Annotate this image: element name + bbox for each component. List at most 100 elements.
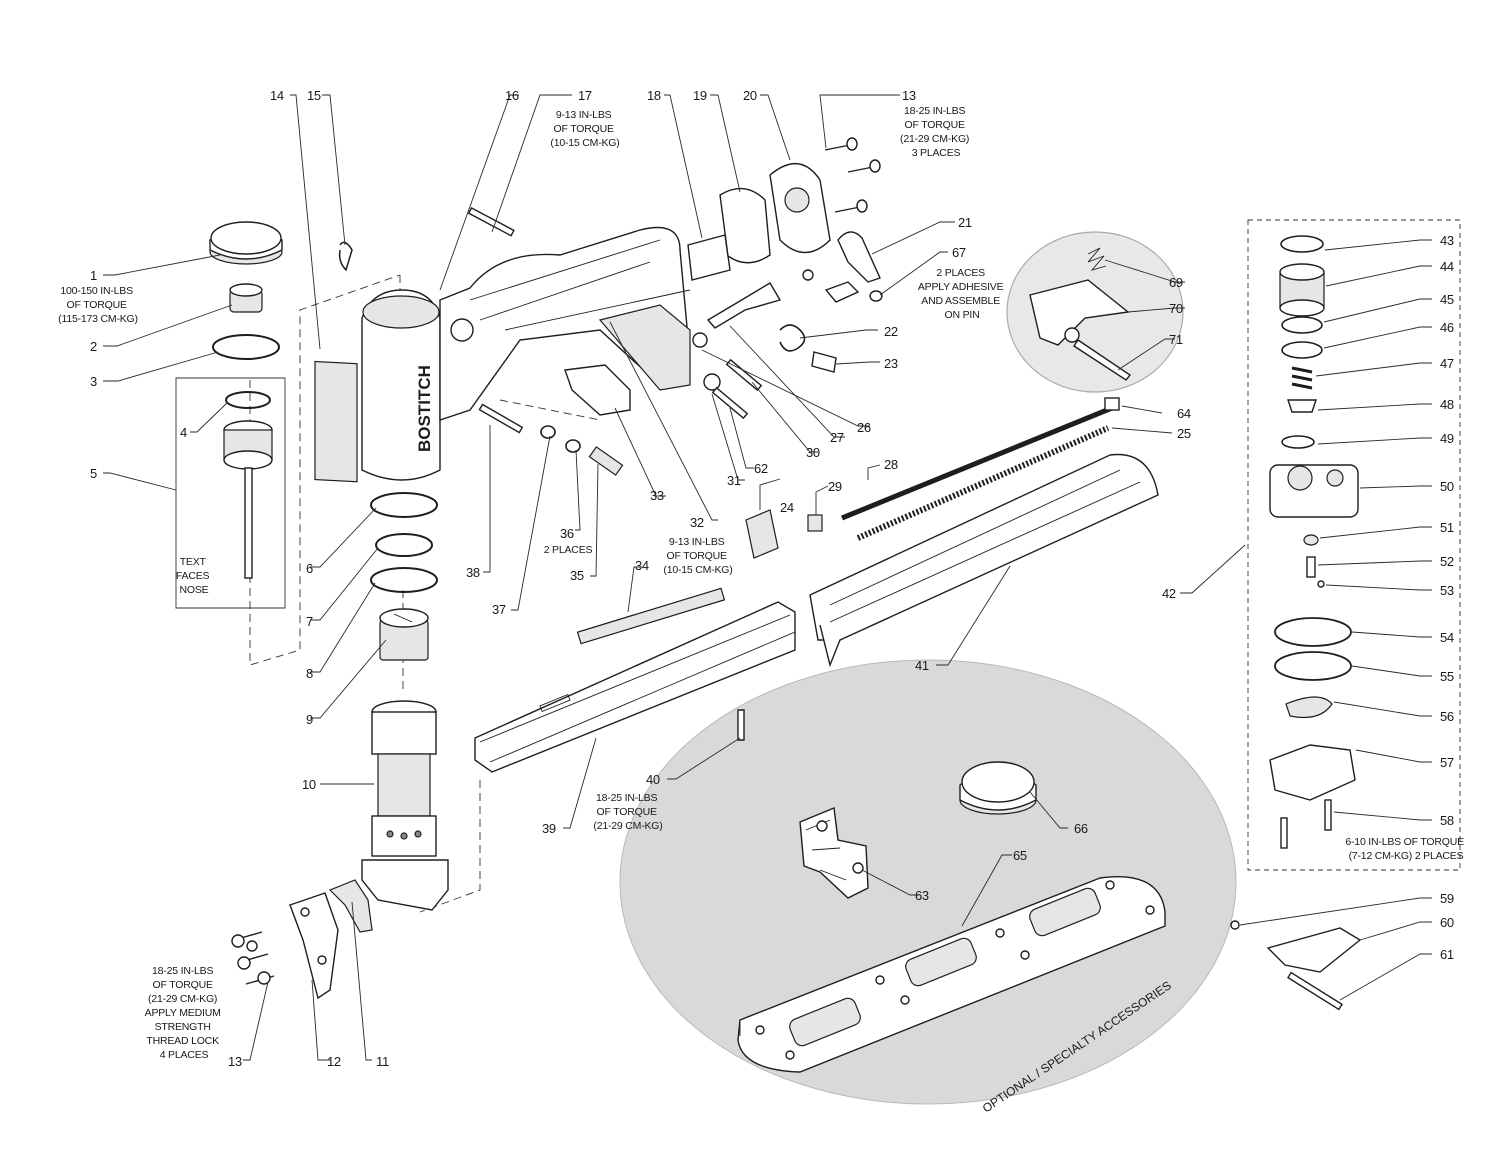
part-59-e-clip (1230, 920, 1240, 930)
part-7-o-ring (375, 533, 433, 557)
callout-70: 70 (1169, 301, 1183, 316)
part-20-cap-plate (769, 162, 831, 254)
part-4-o-ring (225, 391, 271, 409)
detail-inset (1006, 231, 1184, 393)
callout-48: 48 (1440, 397, 1454, 412)
callout-32: 32 (690, 515, 704, 530)
callout-31: 31 (727, 473, 741, 488)
callout-52: 52 (1440, 554, 1454, 569)
note-13-left: 18-25 IN-LBS OF TORQUE (21-29 CM-KG) APP… (145, 965, 224, 1061)
part-1-cap (209, 221, 283, 265)
part-65-plate (737, 876, 1166, 1073)
callout-34: 34 (635, 558, 649, 573)
callout-19: 19 (693, 88, 707, 103)
part-55-o-ring (1274, 651, 1352, 681)
callout-53: 53 (1440, 583, 1454, 598)
callout-37: 37 (492, 602, 506, 617)
callout-61: 61 (1440, 947, 1454, 962)
part-49-o-ring (1281, 435, 1315, 449)
part-11-contact (328, 879, 373, 933)
part-35-valve-stem (588, 446, 624, 476)
part-23-pin (811, 351, 837, 373)
part-60-lever (1266, 927, 1362, 973)
callout-38: 38 (466, 565, 480, 580)
callout-50: 50 (1440, 479, 1454, 494)
torque-notes: 100-150 IN-LBS OF TORQUE (115-173 CM-KG)… (58, 105, 1464, 1061)
callout-21: 21 (958, 215, 972, 230)
part-45-o-ring (1281, 316, 1323, 334)
part-39-rail (474, 601, 796, 773)
accessories-background (619, 659, 1237, 1105)
part-40-screw (737, 709, 745, 741)
part-62-pin (711, 386, 749, 420)
part-34-strip (576, 587, 726, 645)
brand-logo: BOSTITCH (415, 365, 434, 452)
callout-29: 29 (828, 479, 842, 494)
callout-27: 27 (830, 430, 844, 445)
note-40: 18-25 IN-LBS OF TORQUE (21-29 CM-KG) (593, 792, 662, 832)
part-19-gasket (719, 187, 771, 264)
callout-24: 24 (780, 500, 794, 515)
part-2-bumper (229, 283, 263, 313)
callout-65: 65 (1013, 848, 1027, 863)
callout-25: 25 (1177, 426, 1191, 441)
callout-numbers: 1 2 3 4 5 6 7 8 9 10 11 12 13 13 14 15 1… (90, 88, 1454, 1069)
callout-10: 10 (302, 777, 316, 792)
callout-7: 7 (306, 614, 313, 629)
callout-33: 33 (650, 488, 664, 503)
part-15-clip (338, 241, 353, 272)
callout-66: 66 (1074, 821, 1088, 836)
part-43-o-ring (1280, 235, 1324, 253)
callout-18: 18 (647, 88, 661, 103)
callout-51: 51 (1440, 520, 1454, 535)
callout-11: 11 (376, 1054, 389, 1069)
note-13-top: 18-25 IN-LBS OF TORQUE (21-29 CM-KG) 3 P… (900, 105, 972, 159)
callout-67: 67 (952, 245, 966, 260)
part-25-spring (856, 425, 1110, 541)
part-53-ball (1317, 580, 1325, 588)
part-24-follower (745, 509, 779, 559)
callout-44: 44 (1440, 259, 1454, 274)
callout-58: 58 (1440, 813, 1454, 828)
callout-16: 16 (505, 88, 519, 103)
callout-12: 12 (327, 1054, 341, 1069)
part-17-screw (467, 206, 515, 237)
part-64-end (1104, 397, 1120, 411)
part-21-lever (837, 231, 881, 283)
part-54-o-ring (1274, 617, 1352, 647)
part-38-pin (478, 403, 524, 434)
part-44-valve (1279, 263, 1325, 317)
part-66-cap (959, 761, 1037, 815)
part-57-cap (1269, 744, 1356, 801)
callout-42: 42 (1162, 586, 1176, 601)
note-17: 9-13 IN-LBS OF TORQUE (10-15 CM-KG) (550, 109, 619, 149)
note-32: 9-13 IN-LBS OF TORQUE (10-15 CM-KG) (663, 536, 732, 576)
part-13-screws-top (824, 137, 881, 213)
part-13-screws-left (231, 931, 275, 985)
part-14-label (314, 360, 358, 483)
part-67-washer (869, 290, 883, 302)
part-22-spring (779, 324, 806, 352)
part-18-gasket (687, 234, 731, 281)
part-48-valve-head (1287, 399, 1317, 413)
callout-2: 2 (90, 339, 97, 354)
callout-43: 43 (1440, 233, 1454, 248)
part-56-gasket (1285, 696, 1333, 719)
callout-64: 64 (1177, 406, 1191, 421)
callout-4: 4 (180, 425, 187, 440)
callout-69: 69 (1169, 275, 1183, 290)
callout-1: 1 (90, 268, 97, 283)
callout-56: 56 (1440, 709, 1454, 724)
callout-3: 3 (90, 374, 97, 389)
callout-14: 14 (270, 88, 284, 103)
note-36: 2 PLACES (544, 544, 593, 556)
callout-63: 63 (915, 888, 929, 903)
part-67-pin (824, 281, 860, 303)
callout-36: 36 (560, 526, 574, 541)
part-9-valve (379, 608, 429, 661)
callout-45: 45 (1440, 292, 1454, 307)
part-8-o-ring (370, 567, 438, 593)
note-67: 2 PLACES APPLY ADHESIVE AND ASSEMBLE ON … (918, 267, 1006, 321)
part-33-bracket (564, 364, 631, 416)
